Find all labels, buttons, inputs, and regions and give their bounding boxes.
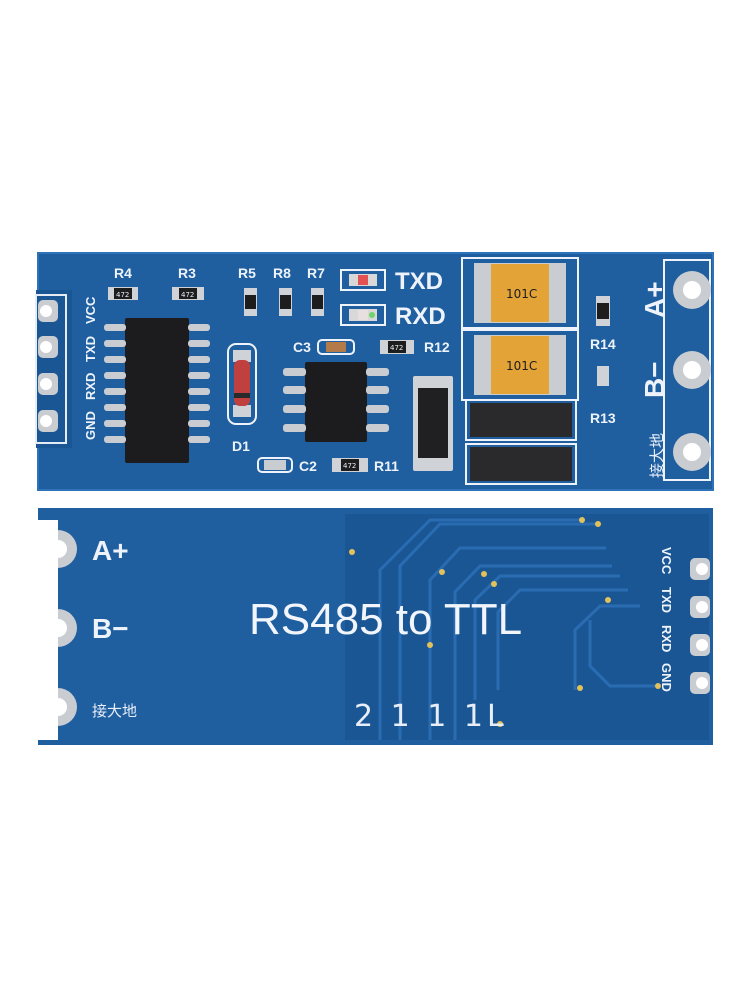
resistor-r12: 472 R12 xyxy=(380,339,450,355)
terminal-pad xyxy=(673,433,711,471)
header-pin xyxy=(690,558,710,580)
svg-text:R14: R14 xyxy=(590,336,616,352)
svg-text:TXD: TXD xyxy=(395,268,443,295)
bottom-right-header: VCC TXD RXD GND xyxy=(659,547,710,694)
resistor-r13: R13 xyxy=(590,366,616,426)
svg-text:R4: R4 xyxy=(114,265,132,281)
resistor-r14: R14 xyxy=(590,296,616,352)
header-pin-label: GND xyxy=(659,663,674,692)
header-pin-label: VCC xyxy=(83,296,98,324)
header-pin-label: RXD xyxy=(659,625,674,652)
tvs-diode-pair xyxy=(465,399,577,485)
svg-text:101C: 101C xyxy=(506,359,537,373)
svg-text:472: 472 xyxy=(343,462,356,470)
bottom-terminal-a-label: A+ xyxy=(92,535,129,566)
svg-text:R11: R11 xyxy=(374,458,399,474)
svg-text:R12: R12 xyxy=(424,339,450,355)
capacitor-c3: C3 xyxy=(293,339,355,355)
svg-text:472: 472 xyxy=(181,291,194,299)
bottom-terminal-pads xyxy=(30,520,77,740)
top-board: GND RXD TXD VCC R4 xyxy=(35,252,714,491)
svg-text:C3: C3 xyxy=(293,339,311,355)
header-pin xyxy=(690,596,710,618)
diode-d1: D1 xyxy=(227,343,257,454)
header-pin xyxy=(38,336,58,358)
header-pin-label: TXD xyxy=(83,336,98,362)
header-pin xyxy=(690,672,710,694)
board-title: RS485 to TTL xyxy=(249,595,522,644)
svg-text:C2: C2 xyxy=(299,458,317,474)
vias xyxy=(349,517,661,727)
bottom-board: A+ B− 接大地 RS485 to TTL 2 1 1 1L VCC TXD … xyxy=(30,508,713,745)
header-pin-label: RXD xyxy=(83,373,98,400)
resistor-r5: R5 xyxy=(238,265,257,316)
polyfuse-top: 101C xyxy=(461,257,579,329)
tvs-diode xyxy=(413,376,453,471)
svg-text:R13: R13 xyxy=(590,410,616,426)
header-pin xyxy=(38,300,58,322)
max485-ic-16pin xyxy=(104,318,210,463)
svg-text:R7: R7 xyxy=(307,265,325,281)
header-pin xyxy=(690,634,710,656)
svg-text:472: 472 xyxy=(116,291,129,299)
resistor-r8: R8 xyxy=(273,265,292,316)
svg-text:R5: R5 xyxy=(238,265,256,281)
header-pin xyxy=(38,410,58,432)
pcb-traces xyxy=(378,518,660,740)
terminal-pad xyxy=(673,271,711,309)
svg-text:R3: R3 xyxy=(178,265,196,281)
transceiver-ic-8pin xyxy=(283,362,389,442)
polyfuse-bottom: 101C xyxy=(461,329,579,401)
terminal-pad xyxy=(673,351,711,389)
led-txd: TXD xyxy=(340,268,443,295)
top-terminal-pads xyxy=(663,259,711,481)
terminal-a-label: A+ xyxy=(639,281,670,318)
svg-text:R8: R8 xyxy=(273,265,291,281)
terminal-b-label: B− xyxy=(639,361,670,398)
led-rxd: RXD xyxy=(340,303,446,330)
header-pin-label: TXD xyxy=(659,587,674,613)
resistor-r4: R4 472 xyxy=(108,265,138,300)
bottom-terminal-b-label: B− xyxy=(92,613,129,644)
resistor-r7: R7 xyxy=(307,265,325,316)
resistor-r3: R3 472 xyxy=(172,265,204,300)
board-marking: 2 1 1 1L xyxy=(354,699,508,734)
resistor-r11: 472 R11 xyxy=(332,458,399,474)
header-pin-label: VCC xyxy=(659,547,674,575)
svg-text:101C: 101C xyxy=(506,287,537,301)
svg-text:472: 472 xyxy=(390,344,403,352)
svg-text:D1: D1 xyxy=(232,438,250,454)
capacitor-c2: C2 xyxy=(257,457,317,474)
header-pin-label: GND xyxy=(83,411,98,440)
svg-text:RXD: RXD xyxy=(395,303,446,330)
top-left-header: GND RXD TXD VCC xyxy=(35,290,98,448)
terminal-ground-label: 接大地 xyxy=(648,433,666,478)
bottom-terminal-ground-label: 接大地 xyxy=(92,702,137,720)
header-pin xyxy=(38,373,58,395)
